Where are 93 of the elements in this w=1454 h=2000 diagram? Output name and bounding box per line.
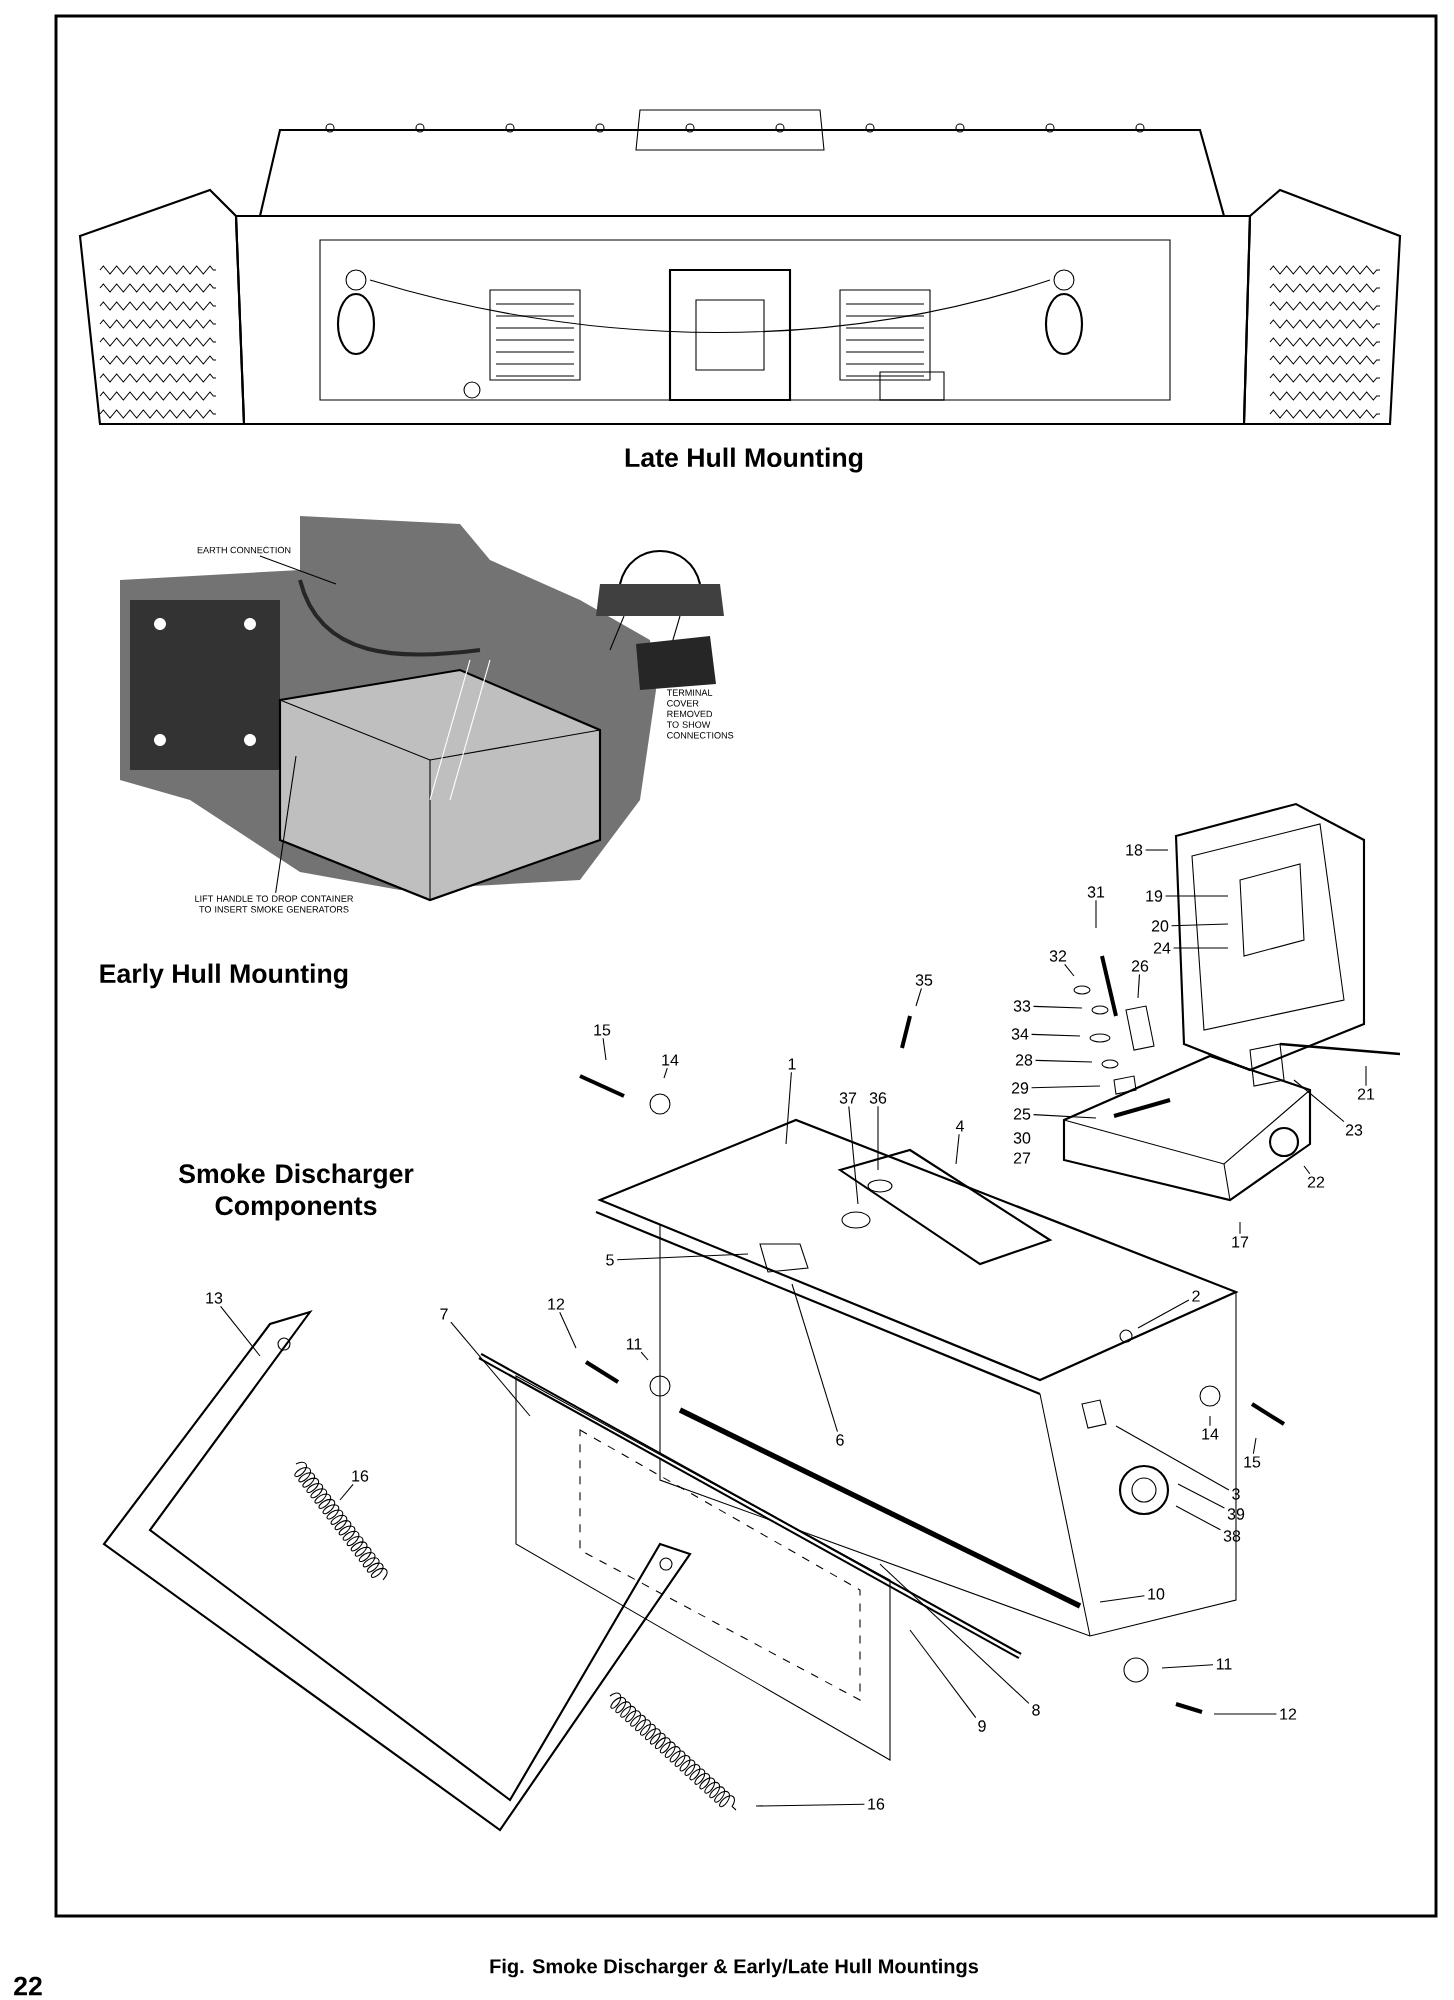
leader-line	[1209, 1415, 1211, 1427]
callout-number: 11	[626, 1338, 642, 1350]
leader-line	[1031, 1085, 1101, 1089]
callout-number: 30	[1013, 1132, 1031, 1144]
callout-number: 21	[1357, 1088, 1375, 1100]
leader-line	[1095, 899, 1097, 929]
leader-line	[259, 555, 337, 585]
leader-line	[1115, 1425, 1230, 1491]
callout-number: 14	[1202, 1428, 1219, 1440]
callout-number: 4	[955, 1120, 964, 1132]
leader-line	[1031, 1033, 1081, 1037]
leader-line	[1033, 1005, 1083, 1009]
callout-number: 15	[1244, 1456, 1261, 1468]
callout-number: 8	[1032, 1704, 1040, 1716]
callout-number: 7	[440, 1308, 448, 1320]
callout-number: 5	[606, 1254, 614, 1266]
leader-line	[877, 1105, 879, 1171]
callout-number: 11	[1216, 1658, 1232, 1670]
callout-number: 6	[836, 1434, 844, 1446]
callout-number: 36	[869, 1092, 887, 1104]
leader-line	[1033, 1114, 1097, 1119]
leader-line	[1175, 1505, 1221, 1531]
callout-number: 22	[1307, 1176, 1325, 1188]
callout-number: 27	[1013, 1152, 1031, 1164]
leader-line	[791, 1283, 838, 1433]
callout-number: 26	[1131, 960, 1149, 972]
callout-number: 3	[1232, 1488, 1240, 1500]
callout-number: 1	[788, 1058, 796, 1070]
callout-number: 32	[1049, 950, 1067, 962]
callout-number: 16	[352, 1470, 369, 1482]
leader-line	[1137, 973, 1140, 999]
callout-number: 17	[1232, 1236, 1249, 1248]
callout-number: 14	[662, 1054, 679, 1066]
leader-line	[559, 1311, 577, 1349]
callout-number: 37	[839, 1092, 857, 1104]
callout-number: 34	[1011, 1028, 1029, 1040]
leader-line	[1252, 1437, 1257, 1455]
leader-line	[1213, 1713, 1277, 1715]
callout-number: 2	[1192, 1290, 1200, 1302]
callout-number: 12	[548, 1298, 565, 1310]
leader-line	[339, 1483, 354, 1501]
leader-line	[450, 1321, 531, 1417]
leader-line	[602, 1037, 607, 1061]
leader-line	[955, 1133, 960, 1165]
callout-number: 19	[1146, 890, 1163, 902]
callout-number: 15	[594, 1024, 611, 1036]
leader-line	[1239, 1221, 1241, 1235]
leader-line	[1365, 1065, 1367, 1087]
callout-number: 18	[1126, 844, 1143, 856]
leader-line	[1099, 1595, 1145, 1603]
leader-line	[1165, 895, 1229, 897]
leader-line	[785, 1071, 792, 1145]
callout-number: 35	[915, 974, 933, 986]
leader-line	[275, 755, 297, 894]
leader-line	[909, 1629, 977, 1719]
callout-number: 16	[868, 1798, 885, 1810]
leader-line	[1171, 923, 1229, 927]
callout-number: 10	[1148, 1588, 1165, 1600]
leader-line	[1145, 849, 1169, 851]
callout-number: 23	[1345, 1124, 1363, 1136]
callout-number: 33	[1013, 1000, 1031, 1012]
leader-line	[1137, 1299, 1190, 1329]
callout-number: 24	[1153, 942, 1171, 954]
leader-line	[1064, 963, 1075, 977]
leader-line	[1173, 947, 1229, 949]
section-heading: Late Hull Mounting	[625, 447, 863, 473]
callout-number: 13	[206, 1292, 223, 1304]
callout-number: 9	[978, 1720, 986, 1732]
leader-line	[879, 1563, 1030, 1704]
leader-line	[220, 1305, 261, 1357]
callout-number: 31	[1087, 886, 1105, 898]
callout-number: 38	[1223, 1530, 1241, 1542]
figure-caption: Fig. Smoke Discharger & Early/Late Hull Mountings	[490, 1958, 978, 1978]
callout-number: 12	[1280, 1708, 1297, 1720]
leader-line	[1161, 1664, 1214, 1669]
leader-line	[1293, 1079, 1345, 1123]
callout-number: 29	[1011, 1082, 1029, 1094]
callout-number: 25	[1013, 1108, 1031, 1120]
leader-line	[640, 1351, 649, 1361]
section-heading: Early Hull Mounting	[100, 963, 348, 989]
section-heading: Smoke Discharger Components	[178, 1163, 414, 1221]
leader-line	[915, 987, 922, 1007]
leader-line	[663, 1067, 668, 1079]
leader-line	[848, 1105, 859, 1205]
leader-line	[1035, 1059, 1093, 1063]
leader-line	[616, 1253, 749, 1261]
leader-line	[1303, 1165, 1311, 1175]
leader-line	[1177, 1483, 1225, 1509]
leader-line	[755, 1803, 865, 1807]
page-number: 22	[14, 1976, 42, 1996]
callout-number: 20	[1151, 920, 1169, 932]
callout-number: 28	[1015, 1054, 1033, 1066]
callout-number: 39	[1227, 1508, 1245, 1520]
